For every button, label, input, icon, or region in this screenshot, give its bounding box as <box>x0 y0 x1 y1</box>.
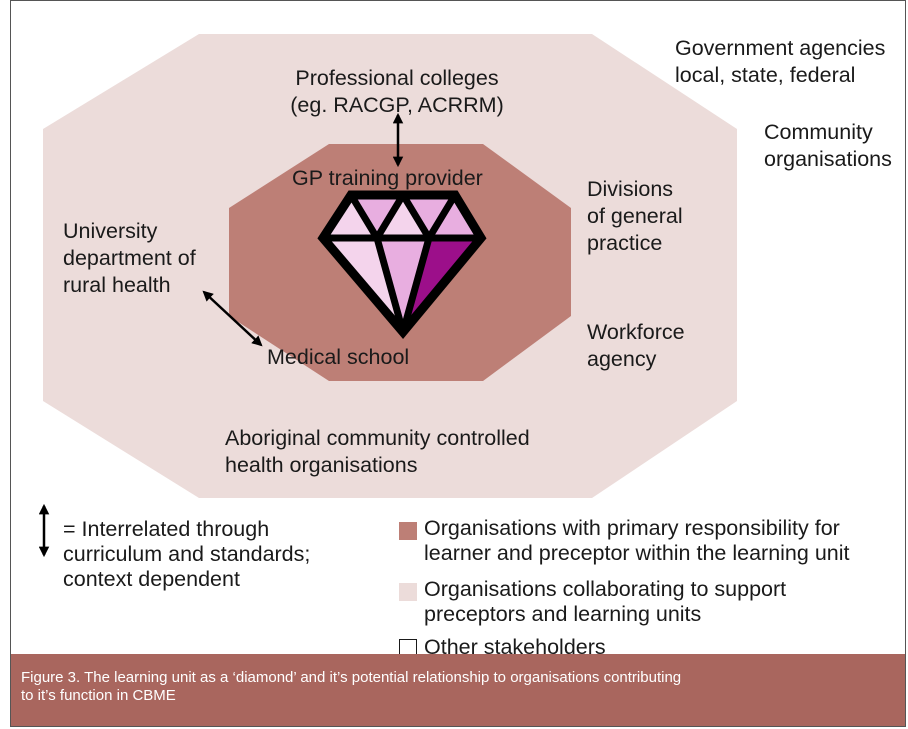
label-line: organisations <box>764 147 892 171</box>
primary-swatch <box>399 522 417 540</box>
diamond-facet-line <box>425 191 459 242</box>
diamond-facet-line <box>347 191 381 242</box>
caption-line: Figure 3. The learning unit as a ‘diamon… <box>21 669 682 686</box>
label-line: health organisations <box>225 453 418 477</box>
aboriginal-health-label: Aboriginal community controlled health o… <box>225 425 530 479</box>
label-line: agency <box>587 347 657 371</box>
label-line: (eg. RACGP, ACRRM) <box>290 93 504 117</box>
legend-line: = Interrelated through <box>63 517 270 541</box>
government-agencies-label: Government agencies local, state, federa… <box>675 35 885 89</box>
diamond-crown-center-facet <box>377 195 429 238</box>
gp-training-provider-label: GP training provider <box>292 166 483 190</box>
diamond-facet-line <box>399 191 433 242</box>
legend-line: context dependent <box>63 567 240 591</box>
figure-caption: Figure 3. The learning unit as a ‘diamon… <box>11 654 905 726</box>
label-line: Aboriginal community controlled <box>225 426 530 450</box>
professional-colleges-label: Professional colleges (eg. RACGP, ACRRM) <box>282 65 512 119</box>
caption-line: to it’s function in CBME <box>21 687 176 704</box>
diamond-facet-line <box>373 191 407 242</box>
community-organisations-label: Community organisations <box>764 119 892 173</box>
label-line: rural health <box>63 273 171 297</box>
diamond-facet-line <box>373 234 407 336</box>
label-line: of general <box>587 204 683 228</box>
university-medschool-arrow <box>202 290 263 347</box>
diamond-crown-left-facet <box>323 195 377 238</box>
divisions-general-practice-label: Divisions of general practice <box>587 176 683 257</box>
legend-line: preceptors and learning units <box>424 602 702 626</box>
figure-frame: Government agencies local, state, federa… <box>10 0 906 727</box>
label-line: University <box>63 219 158 243</box>
diamond-outline <box>317 190 487 339</box>
label-line: Community <box>764 120 873 144</box>
diamond-crown-center-right-facet <box>403 195 455 238</box>
legend-collaborating-text: Organisations collaborating to support p… <box>424 577 786 627</box>
diamond-pavilion-center-facet <box>377 238 429 332</box>
stakeholder-diagram <box>38 34 737 558</box>
diamond-crown-right-facet <box>429 195 481 238</box>
medical-school-label: Medical school <box>267 345 410 369</box>
label-line: Government agencies <box>675 36 886 60</box>
label-line: Workforce <box>587 320 685 344</box>
university-department-label: University department of rural health <box>63 218 196 299</box>
legend-arrow-text: = Interrelated through curriculum and st… <box>63 517 310 592</box>
label-line: Divisions <box>587 177 674 201</box>
label-line: Professional colleges <box>295 66 499 90</box>
diamond-crown-center-left-facet <box>351 195 403 238</box>
legend-line: learner and preceptor within the learnin… <box>424 541 850 565</box>
diamond-icon <box>317 190 487 339</box>
label-line: local, state, federal <box>675 63 856 87</box>
legend-primary-text: Organisations with primary responsibilit… <box>424 516 850 566</box>
diamond-facet-line <box>399 234 433 336</box>
label-line: department of <box>63 246 196 270</box>
legend-line: Organisations collaborating to support <box>424 577 787 601</box>
workforce-agency-label: Workforce agency <box>587 319 685 373</box>
legend-line: Organisations with primary responsibilit… <box>424 516 840 540</box>
label-line: practice <box>587 231 663 255</box>
collaborating-swatch <box>399 583 417 601</box>
legend-line: curriculum and standards; <box>63 542 311 566</box>
